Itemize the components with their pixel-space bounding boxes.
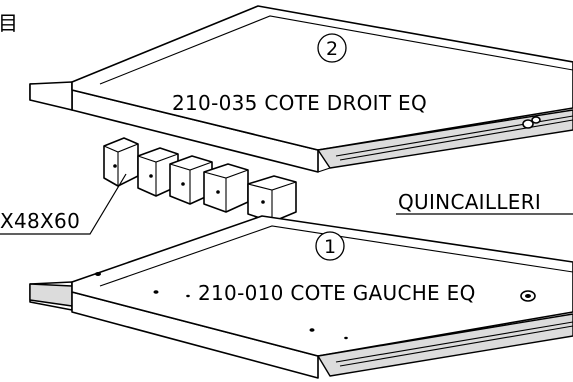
spacer-blocks [103, 137, 297, 223]
upper-panel-item-number: 2 [326, 38, 338, 60]
lower-panel [29, 215, 573, 379]
lower-panel-balloon: 1 [315, 231, 345, 261]
block-label: X48X60 [0, 209, 80, 233]
upper-panel-balloon: 2 [317, 33, 347, 63]
block-leader [0, 173, 127, 235]
lower-panel-label: 210-010 COTE GAUCHE EQ [198, 281, 476, 305]
lower-panel-item-number: 1 [324, 236, 336, 258]
upper-panel-label: 210-035 COTE DROIT EQ [172, 91, 427, 115]
hardware-label: QUINCAILLERI [398, 190, 541, 214]
upper-panel [29, 5, 573, 173]
corner-fragment: 目 [0, 11, 18, 35]
hardware-callout: QUINCAILLERI [396, 190, 573, 215]
